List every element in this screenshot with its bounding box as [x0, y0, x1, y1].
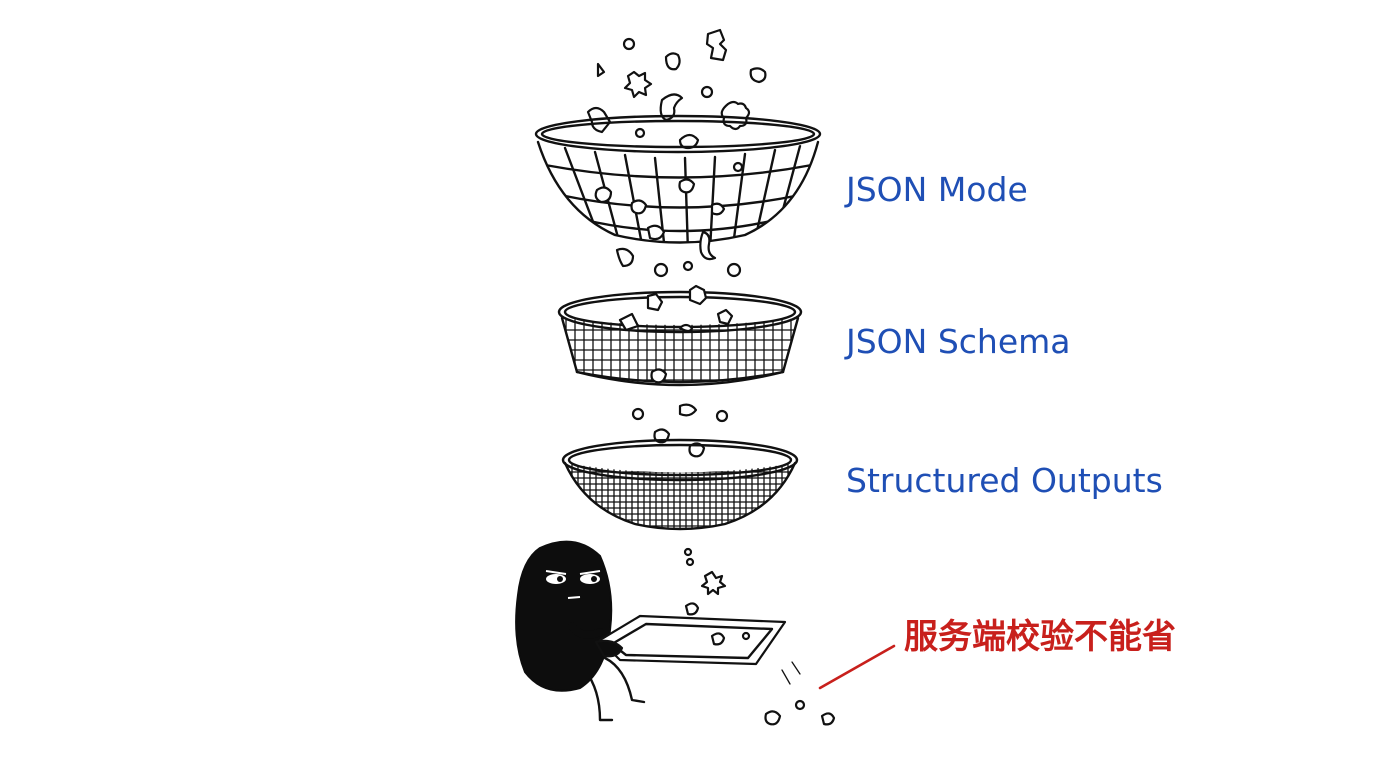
label-server-validation-note: 服务端校验不能省 — [904, 617, 1176, 657]
crumbs-top — [586, 28, 767, 150]
label-json-schema: JSON Schema — [844, 322, 1071, 361]
mesh-basket-json-schema — [557, 284, 803, 387]
label-structured-outputs: Structured Outputs — [846, 461, 1163, 500]
crumbs-mid-2 — [631, 403, 729, 458]
label-json-mode: JSON Mode — [844, 170, 1028, 209]
note-pointer-line — [818, 644, 896, 690]
net-basket-json-mode — [534, 114, 822, 244]
crumbs-bottom — [683, 547, 727, 616]
character-with-tray — [515, 540, 836, 726]
fine-mesh-bowl-structured-outputs — [561, 438, 799, 531]
crumbs-mid-1 — [615, 230, 742, 278]
